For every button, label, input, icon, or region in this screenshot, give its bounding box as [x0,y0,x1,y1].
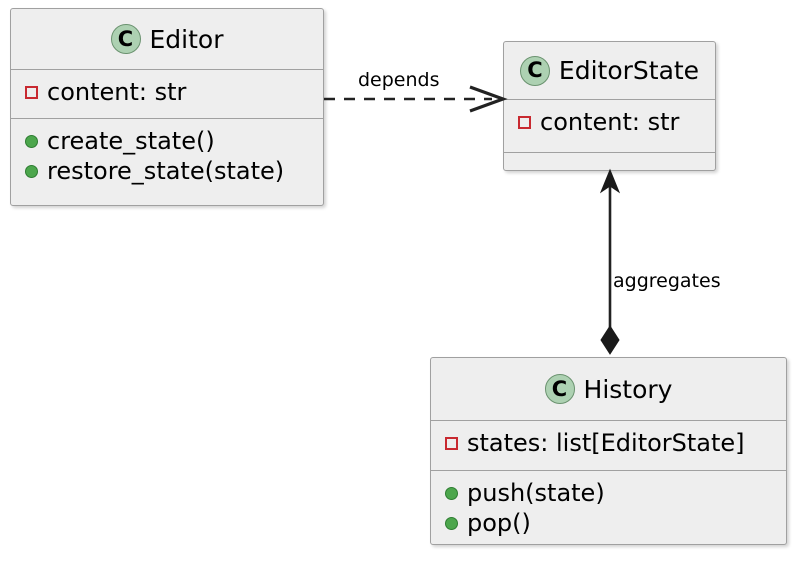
class-methods-editorstate [504,152,715,171]
class-field-row[interactable]: content: str [11,77,323,107]
class-method-row[interactable]: pop() [431,508,786,538]
edge-label-aggregates: aggregates [613,270,721,292]
class-badge-icon: C [519,55,550,86]
class-method-label: create_state() [47,127,215,155]
public-method-icon [445,516,458,530]
class-fields-editorstate: content: str [504,99,715,152]
private-field-icon [445,436,458,450]
private-field-icon [25,85,38,99]
edge-aggregates [599,168,621,355]
class-field-row[interactable]: states: list[EditorState] [431,428,786,458]
class-box-editor[interactable]: C Editor content: str create_state() res… [10,8,324,206]
filled-diamond-icon [600,325,620,355]
class-method-row[interactable]: create_state() [11,126,323,156]
class-method-row[interactable]: restore_state(state) [11,156,323,186]
public-method-icon [25,164,38,178]
class-badge-icon: C [544,374,575,404]
edge-label-depends: depends [358,69,440,91]
class-name-label: EditorState [558,56,700,85]
class-field-label: content: str [540,108,680,136]
open-arrowhead-icon [469,85,508,113]
public-method-icon [445,486,458,500]
class-name-label: History [583,374,673,404]
class-box-history[interactable]: C History states: list[EditorState] push… [430,357,787,545]
class-methods-history: push(state) pop() [431,470,786,546]
filled-arrowhead-icon [599,168,621,194]
private-field-icon [518,115,531,129]
class-method-label: push(state) [467,479,605,507]
class-fields-history: states: list[EditorState] [431,420,786,470]
class-field-row[interactable]: content: str [504,107,715,137]
class-method-label: restore_state(state) [47,157,285,185]
class-field-label: content: str [47,78,187,106]
class-methods-editor: create_state() restore_state(state) [11,118,323,205]
class-fields-editor: content: str [11,69,323,118]
public-method-icon [25,134,38,148]
class-header-editor: C Editor [11,9,323,69]
class-method-row[interactable]: push(state) [431,478,786,508]
class-box-editorstate[interactable]: C EditorState content: str [503,41,716,171]
class-header-history: C History [431,358,786,420]
class-badge-icon: C [110,24,141,54]
class-header-editorstate: C EditorState [504,42,715,99]
class-method-label: pop() [467,509,531,537]
class-field-label: states: list[EditorState] [467,429,745,457]
class-name-label: Editor [149,24,224,54]
